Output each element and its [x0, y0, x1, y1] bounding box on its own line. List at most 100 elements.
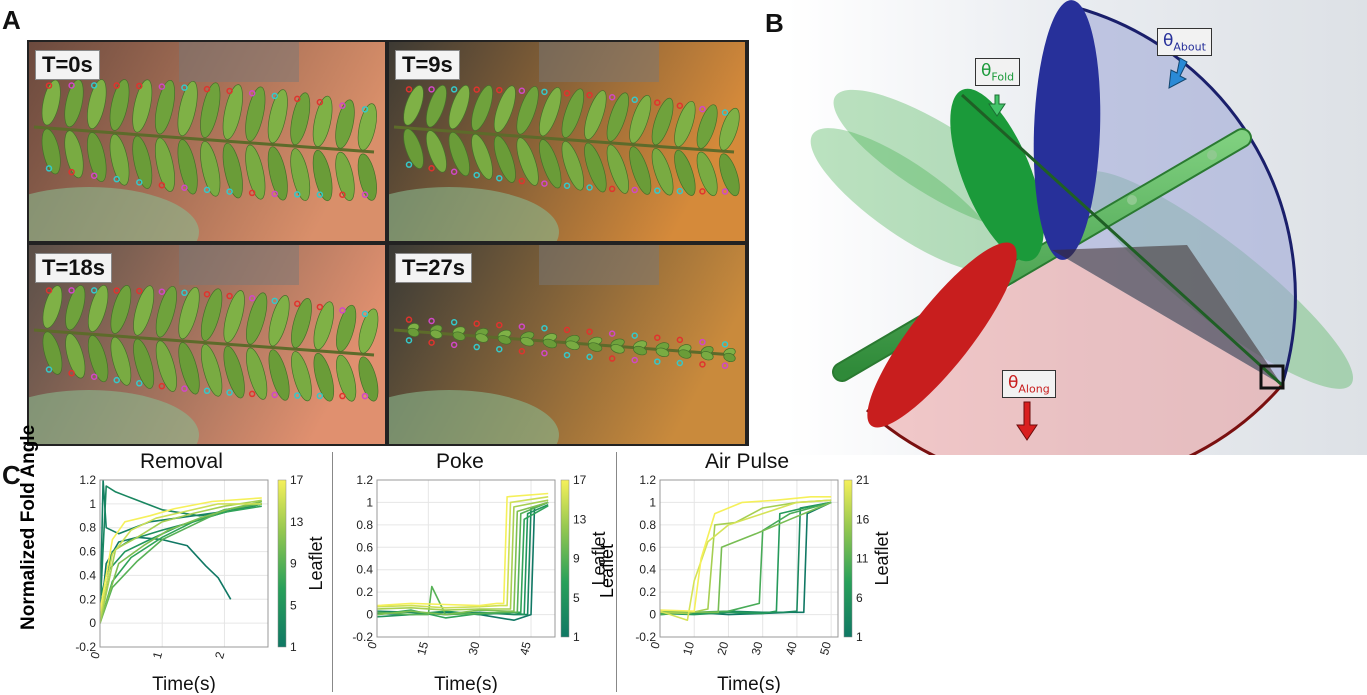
series-line: [377, 501, 549, 616]
leaflet-upper: [696, 104, 718, 149]
tracking-marker: [450, 319, 458, 326]
tracking-marker: [586, 353, 593, 361]
series-line: [660, 499, 832, 621]
series-line: [100, 500, 263, 624]
tracking-marker: [226, 87, 233, 95]
y-tick-label: 0: [89, 616, 96, 630]
colorbar: [560, 479, 570, 638]
tracking-marker: [428, 164, 435, 172]
leaflet-upper: [246, 292, 268, 345]
airpulse-title: Air Pulse: [705, 450, 790, 473]
leaflet-upper: [719, 107, 740, 151]
leaflet-upper: [132, 79, 153, 133]
tracking-marker: [181, 84, 188, 91]
leaflet-upper: [109, 79, 130, 131]
photo-t9: T=9s: [389, 42, 745, 241]
x-tick-label: 0: [365, 640, 380, 650]
tracking-marker: [518, 87, 526, 95]
leaflet-lower: [584, 142, 607, 193]
tracking-marker: [158, 382, 166, 390]
leaflet-upper: [674, 100, 696, 148]
leaflet-lower: [313, 352, 335, 402]
theta-subscript: About: [1173, 40, 1206, 54]
panel-letter-b: B: [765, 8, 784, 38]
tracking-marker: [721, 188, 729, 195]
leaflet-lower: [267, 146, 288, 201]
tracking-marker: [316, 392, 324, 400]
leaflet-lower: [177, 139, 198, 195]
tracking-marker: [428, 86, 435, 93]
leaflet-lower: [87, 132, 107, 182]
poke-title: Poke: [436, 450, 484, 473]
about-arc: [1066, 3, 1297, 386]
tracking-marker: [294, 300, 301, 308]
leaflet-lower: [475, 333, 489, 343]
tracking-marker: [90, 287, 98, 294]
leaflet-upper: [222, 84, 243, 140]
leaflet-lower: [429, 329, 443, 339]
x-axis-label: Time(s): [152, 674, 216, 693]
tracking-marker: [113, 287, 120, 294]
leaflet-lower: [42, 331, 63, 375]
tracking-marker: [90, 373, 98, 380]
leaflet-lower: [542, 338, 558, 349]
leaflet-lower: [561, 140, 585, 191]
tracking-marker: [339, 102, 346, 109]
colorbar-tick-label: 13: [290, 515, 304, 529]
colorbar-tick-label: 21: [856, 473, 870, 487]
tracking-marker: [473, 86, 480, 93]
leaflet-lower: [154, 137, 175, 192]
leaflet-lower: [245, 144, 266, 200]
leaflet-lower: [674, 149, 696, 196]
leaflet-lower: [133, 338, 155, 389]
x-tick-label: 0: [88, 650, 103, 660]
panel-separator: [332, 452, 333, 692]
series-line: [377, 505, 549, 619]
blurred-object: [539, 42, 659, 82]
leaflet-lower: [610, 344, 625, 354]
x-tick-label: 30: [466, 640, 483, 657]
tracking-marker: [541, 88, 548, 96]
y-tick-label: -0.2: [635, 630, 656, 644]
tracking-marker: [608, 185, 616, 193]
series-line: [100, 503, 262, 618]
tracking-marker: [608, 93, 616, 101]
leaflet-upper: [110, 285, 132, 334]
tracking-marker: [631, 332, 638, 339]
x-tick-label: 0: [648, 640, 663, 650]
leaflet-upper: [425, 84, 447, 128]
tracking-marker: [248, 89, 256, 97]
leaflet-upper: [200, 82, 221, 138]
colorbar-tick-label: 11: [856, 552, 869, 566]
series-line: [377, 492, 549, 607]
colorbar-label: Leaflet: [589, 531, 609, 585]
along-arc: [865, 384, 1284, 455]
y-tick-label: 1.2: [79, 473, 96, 487]
tracking-marker: [271, 391, 278, 399]
leaf-photo-3: [389, 245, 745, 444]
tracking-marker: [541, 324, 548, 332]
plot-frame: [376, 479, 556, 638]
tracking-marker: [654, 187, 661, 194]
x-tick-label: 45: [517, 640, 534, 657]
x-tick-label: 40: [783, 640, 800, 657]
plot-frame: [659, 479, 839, 638]
leaflet-lower: [516, 137, 539, 186]
colorbar-tick-label: 17: [290, 473, 304, 487]
tracking-marker: [113, 175, 120, 183]
theta-symbol: θ: [1008, 373, 1019, 393]
theta-symbol: θ: [1163, 31, 1174, 51]
removal-title: Removal: [140, 450, 223, 473]
leaflet-upper: [200, 288, 223, 342]
tracking-marker: [361, 191, 369, 198]
y-tick-label: 1.2: [639, 473, 656, 487]
leaflet-lower: [64, 130, 84, 179]
leaflet-lower: [132, 135, 153, 189]
x-tick-label: 10: [680, 640, 697, 657]
tracking-marker: [428, 339, 435, 346]
leaflet-lower: [200, 141, 221, 197]
tracking-marker: [699, 105, 706, 113]
